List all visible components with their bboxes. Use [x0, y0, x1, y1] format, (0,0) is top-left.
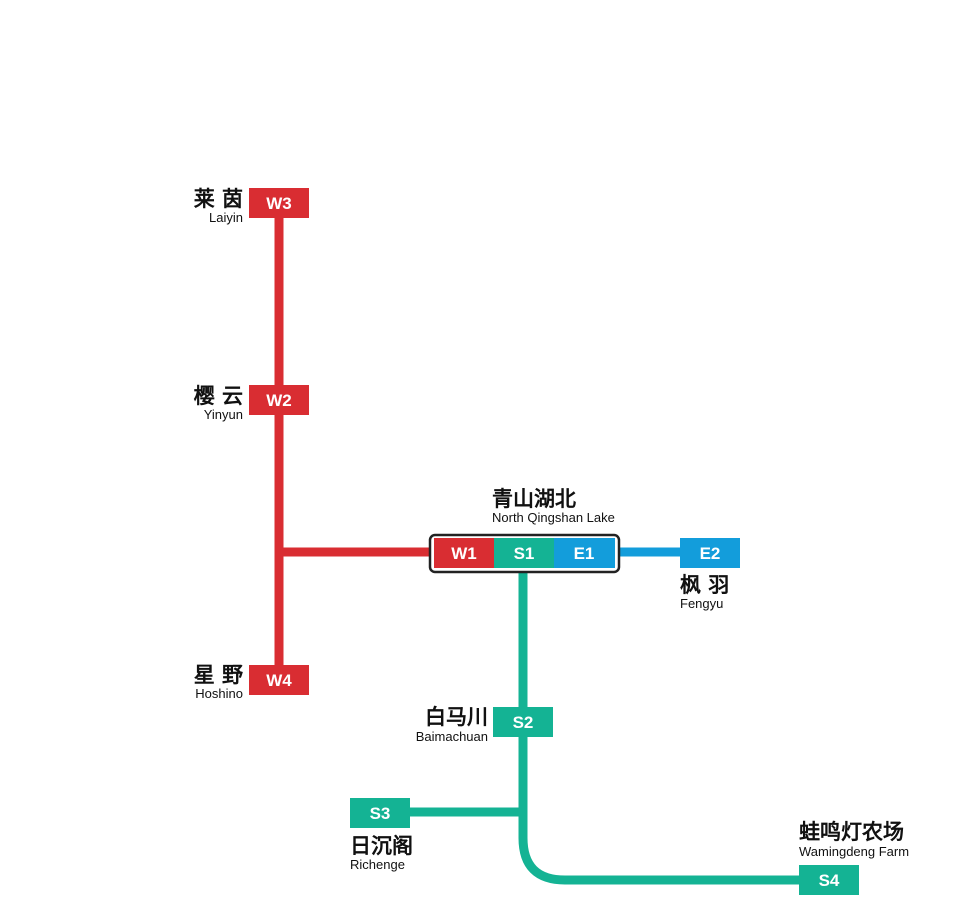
station-s2-code: S2 [513, 713, 534, 732]
station-hub-badge-w1 [434, 538, 494, 568]
station-s4-badge [799, 865, 859, 895]
station-w3-code: W3 [266, 194, 292, 213]
station-w4[interactable]: W4 星 野 Hoshino [194, 663, 309, 701]
station-hub-name-en: North Qingshan Lake [492, 510, 615, 525]
station-w2-badge [249, 385, 309, 415]
station-w3-badge [249, 188, 309, 218]
station-s4-name-en: Wamingdeng Farm [799, 844, 909, 859]
station-s3-name-cn: 日沉阁 [350, 834, 413, 858]
station-w2[interactable]: W2 樱 云 Yinyun [194, 384, 309, 422]
station-w4-name-cn: 星 野 [194, 663, 243, 687]
station-e2-name-cn: 枫 羽 [680, 573, 729, 597]
station-hub-badge-s1 [494, 538, 554, 568]
station-w4-name-en: Hoshino [195, 686, 243, 701]
station-hub-code-e1: E1 [574, 544, 595, 563]
station-s2-name-cn: 白马川 [425, 705, 488, 729]
station-hub-code-s1: S1 [514, 544, 535, 563]
line-s-main [518, 570, 828, 885]
station-e2-name-en: Fengyu [680, 596, 723, 611]
station-hub-code-w1: W1 [451, 544, 477, 563]
station-s4-code: S4 [819, 871, 840, 890]
station-w2-name-cn: 樱 云 [194, 384, 243, 408]
station-hub[interactable]: 青山湖北 North Qingshan Lake W1 S1 E1 [428, 487, 621, 574]
station-s3-badge [350, 798, 410, 828]
station-w2-name-en: Yinyun [204, 407, 243, 422]
station-w3-name-cn: 莱 茵 [194, 187, 243, 211]
station-s3-code: S3 [370, 804, 391, 823]
station-e2-badge [680, 538, 740, 568]
station-s4[interactable]: S4 蛙鸣灯农场 Wamingdeng Farm [799, 820, 909, 895]
station-w3-name-en: Laiyin [209, 210, 243, 225]
station-e2[interactable]: E2 枫 羽 Fengyu [680, 538, 740, 611]
station-w4-badge [249, 665, 309, 695]
station-s2-badge [493, 707, 553, 737]
station-w2-code: W2 [266, 391, 292, 410]
station-hub-name-cn: 青山湖北 [492, 487, 576, 511]
station-s4-name-cn: 蛙鸣灯农场 [799, 820, 904, 844]
station-s2-name-en: Baimachuan [416, 729, 488, 744]
station-e2-code: E2 [700, 544, 721, 563]
station-w3[interactable]: W3 莱 茵 Laiyin [194, 187, 309, 225]
station-s3-name-en: Richenge [350, 857, 405, 872]
station-s3[interactable]: S3 日沉阁 Richenge [350, 798, 413, 872]
line-w-track [274, 205, 435, 680]
station-w4-code: W4 [266, 671, 292, 690]
station-hub-badge-e1 [554, 538, 615, 568]
station-s2[interactable]: S2 白马川 Baimachuan [416, 705, 553, 744]
